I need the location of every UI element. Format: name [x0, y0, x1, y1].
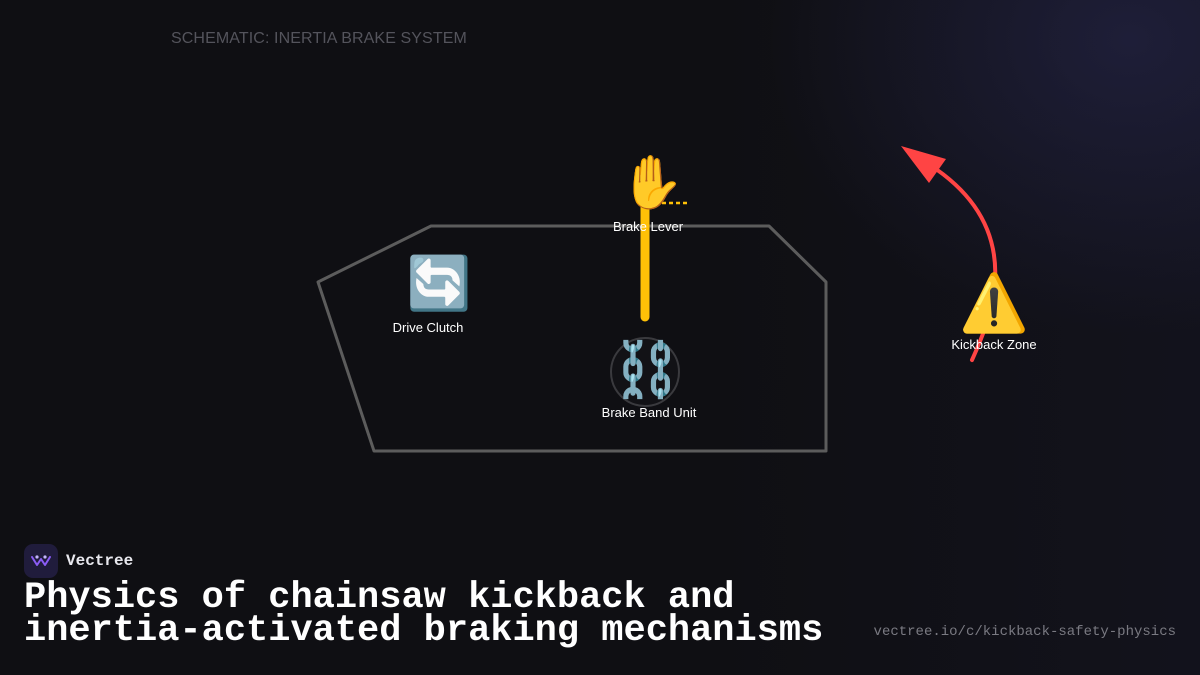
raised-hand-icon: ✋: [619, 153, 685, 213]
schematic-title: SCHEMATIC: INERTIA BRAKE SYSTEM: [171, 30, 467, 47]
kickback-arc-arrow: [928, 163, 998, 362]
saw-housing-outline: [316, 224, 828, 453]
vectree-logo-mark: [31, 555, 51, 566]
source-url: vectree.io/c/kickback-safety-physics: [873, 624, 1176, 640]
page-headline: Physics of chainsaw kickback and inertia…: [24, 577, 824, 652]
brand: Vectree: [24, 544, 133, 578]
kickback-arrowhead: [901, 146, 946, 183]
warning-icon: ⚠️: [959, 271, 1029, 336]
brake-lever-label: Brake Lever: [612, 219, 684, 234]
brake-band-unit-label: Brake Band Unit: [601, 405, 697, 420]
vectree-logo-icon: [24, 544, 58, 578]
drive-clutch-label: Drive Clutch: [392, 320, 464, 335]
chains-icon: ⛓️: [613, 338, 681, 401]
brand-name: Vectree: [66, 552, 134, 570]
counterclockwise-arrows-icon: 🔄: [406, 254, 472, 314]
kickback-zone-label: Kickback Zone: [951, 337, 1037, 352]
brake-band-unit-ring: [610, 337, 680, 407]
